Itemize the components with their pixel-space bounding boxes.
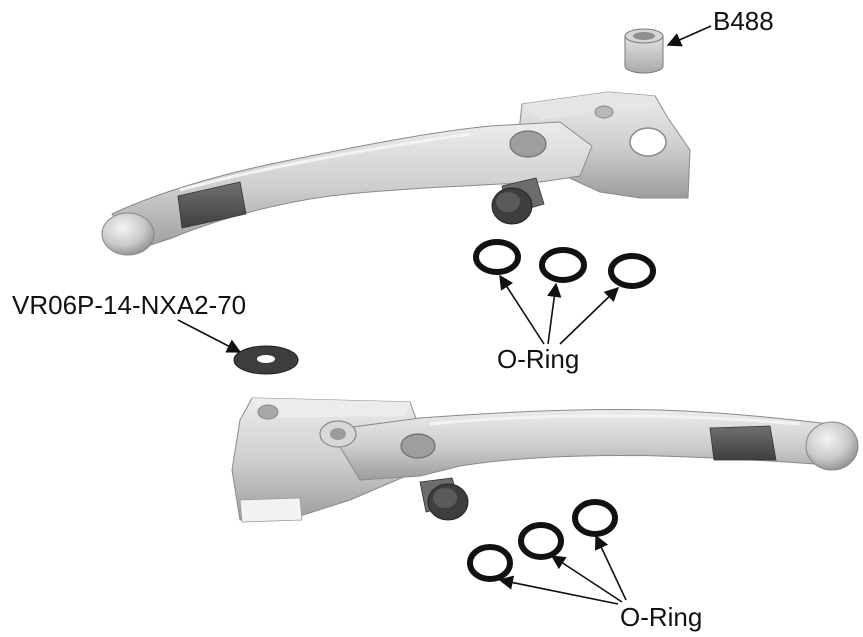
- upper-oring-leader-arrows: [499, 274, 620, 345]
- lower-o-rings: [467, 499, 618, 582]
- upper-lever-ball-end: [101, 212, 155, 256]
- b488-leader-arrow: [666, 25, 712, 47]
- upper-o-rings: [473, 239, 656, 289]
- upper-perch-hole: [629, 127, 667, 157]
- lower-oring-leader-arrows: [498, 534, 627, 605]
- o-ring: [467, 544, 513, 582]
- lower-lever-ball-end: [805, 421, 859, 471]
- bushing: [624, 28, 664, 74]
- o-ring: [473, 239, 521, 275]
- o-ring: [608, 253, 656, 289]
- washer-leader-arrow: [177, 319, 242, 353]
- o-ring: [518, 522, 564, 560]
- lower-brake-lever: [231, 397, 859, 523]
- o-ring: [539, 247, 587, 283]
- o-ring-label-lower: O-Ring: [620, 602, 703, 632]
- lower-lever-grip-pad: [709, 425, 777, 461]
- washer-part-number-label: VR06P-14-NXA2-70: [12, 290, 247, 320]
- b488-label: B488: [713, 6, 774, 36]
- lower-adjuster-knob: [419, 477, 469, 521]
- lower-lever-pivot: [400, 433, 436, 459]
- o-ring-label-upper: O-Ring: [497, 344, 580, 374]
- upper-lever-pivot: [509, 130, 547, 158]
- o-ring: [572, 499, 618, 537]
- upper-adjuster-knob: [491, 177, 545, 225]
- upper-lever-grip-pad: [177, 181, 247, 229]
- upper-lever-blade: [111, 121, 593, 251]
- upper-clutch-lever: [101, 91, 691, 256]
- washer: [233, 345, 299, 375]
